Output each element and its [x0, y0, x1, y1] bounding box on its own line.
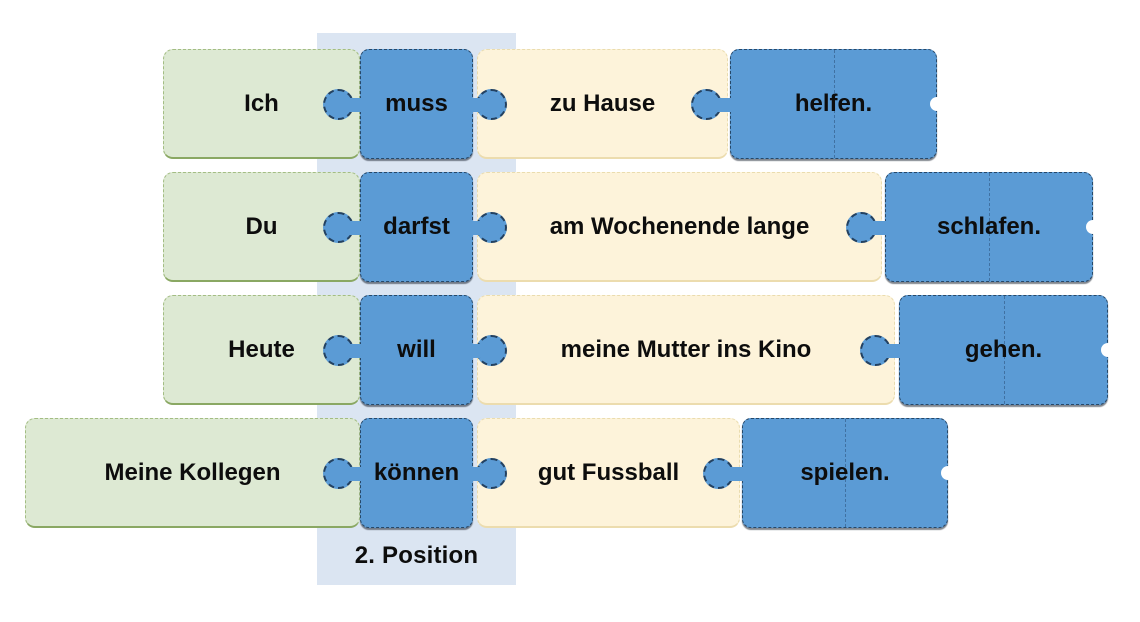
subject-piece[interactable]: Meine Kollegen — [25, 418, 360, 528]
piece-seam — [833, 50, 835, 158]
puzzle-knob-stem — [349, 467, 365, 481]
infinitive-piece[interactable]: helfen. — [691, 49, 944, 159]
infinitive-piece[interactable]: schlafen. — [846, 172, 1100, 282]
middle-piece[interactable]: meine Mutter ins Kino — [477, 295, 895, 405]
modal-verb-piece[interactable]: können — [323, 418, 507, 528]
puzzle-knob-stem — [349, 98, 365, 112]
modal-verb-text: muss — [385, 90, 448, 117]
puzzle-socket-icon — [930, 97, 944, 111]
middle-piece[interactable]: gut Fussball — [477, 418, 740, 528]
modal-verb-piece[interactable]: muss — [323, 49, 507, 159]
middle-text: am Wochenende lange — [549, 212, 810, 240]
infinitive-text: helfen. — [794, 90, 873, 117]
modal-verb-piece[interactable]: darfst — [323, 172, 507, 282]
puzzle-socket-icon — [941, 466, 955, 480]
infinitive-piece[interactable]: gehen. — [860, 295, 1115, 405]
puzzle-knob-right-icon — [476, 212, 507, 243]
puzzle-knob-stem — [468, 467, 480, 481]
infinitive-piece[interactable]: spielen. — [703, 418, 955, 528]
modal-verb-piece[interactable]: will — [323, 295, 507, 405]
puzzle-knob-stem — [886, 344, 904, 358]
infinitive-text: gehen. — [964, 336, 1043, 363]
subject-text: Meine Kollegen — [104, 458, 281, 486]
puzzle-knob-left-icon — [323, 212, 354, 243]
puzzle-knob-stem — [349, 344, 365, 358]
puzzle-knob-stem — [468, 344, 480, 358]
puzzle-socket-icon — [1101, 343, 1115, 357]
puzzle-socket-icon — [1086, 220, 1100, 234]
middle-text: zu Hause — [549, 89, 656, 117]
sentence-row: Du am Wochenende lange darfst schlafen. — [0, 172, 1140, 282]
puzzle-knob-stem — [729, 467, 747, 481]
subject-text: Du — [245, 212, 278, 240]
puzzle-knob-right-icon — [476, 89, 507, 120]
subject-text: Ich — [244, 89, 279, 117]
piece-seam — [845, 419, 846, 527]
modal-verb-text: darfst — [383, 213, 450, 240]
subject-text: Heute — [228, 335, 295, 363]
modal-verb-text: will — [397, 336, 436, 363]
puzzle-knob-right-icon — [476, 335, 507, 366]
puzzle-knob-right-icon — [476, 458, 507, 489]
sentence-row: Meine Kollegen gut Fussball können spiel… — [0, 418, 1140, 528]
middle-piece[interactable]: am Wochenende lange — [477, 172, 882, 282]
puzzle-knob-stem — [468, 221, 480, 235]
piece-seam — [989, 173, 990, 281]
sentence-row: Ich zu Hause muss helfen. — [0, 49, 1140, 159]
infinitive-text: schlafen. — [936, 213, 1042, 240]
puzzle-knob-stem — [468, 98, 480, 112]
puzzle-knob-left-icon — [323, 458, 354, 489]
middle-text: meine Mutter ins Kino — [560, 335, 812, 363]
modal-verb-text: können — [373, 459, 460, 486]
puzzle-knob-stem — [349, 221, 365, 235]
puzzle-knob-stem — [717, 98, 735, 112]
sentence-row: Heute meine Mutter ins Kino will gehen. — [0, 295, 1140, 405]
second-position-label: 2. Position — [354, 542, 479, 569]
infinitive-text: spielen. — [800, 459, 890, 486]
middle-text: gut Fussball — [537, 458, 680, 486]
puzzle-knob-stem — [872, 221, 890, 235]
piece-seam — [1003, 296, 1005, 404]
